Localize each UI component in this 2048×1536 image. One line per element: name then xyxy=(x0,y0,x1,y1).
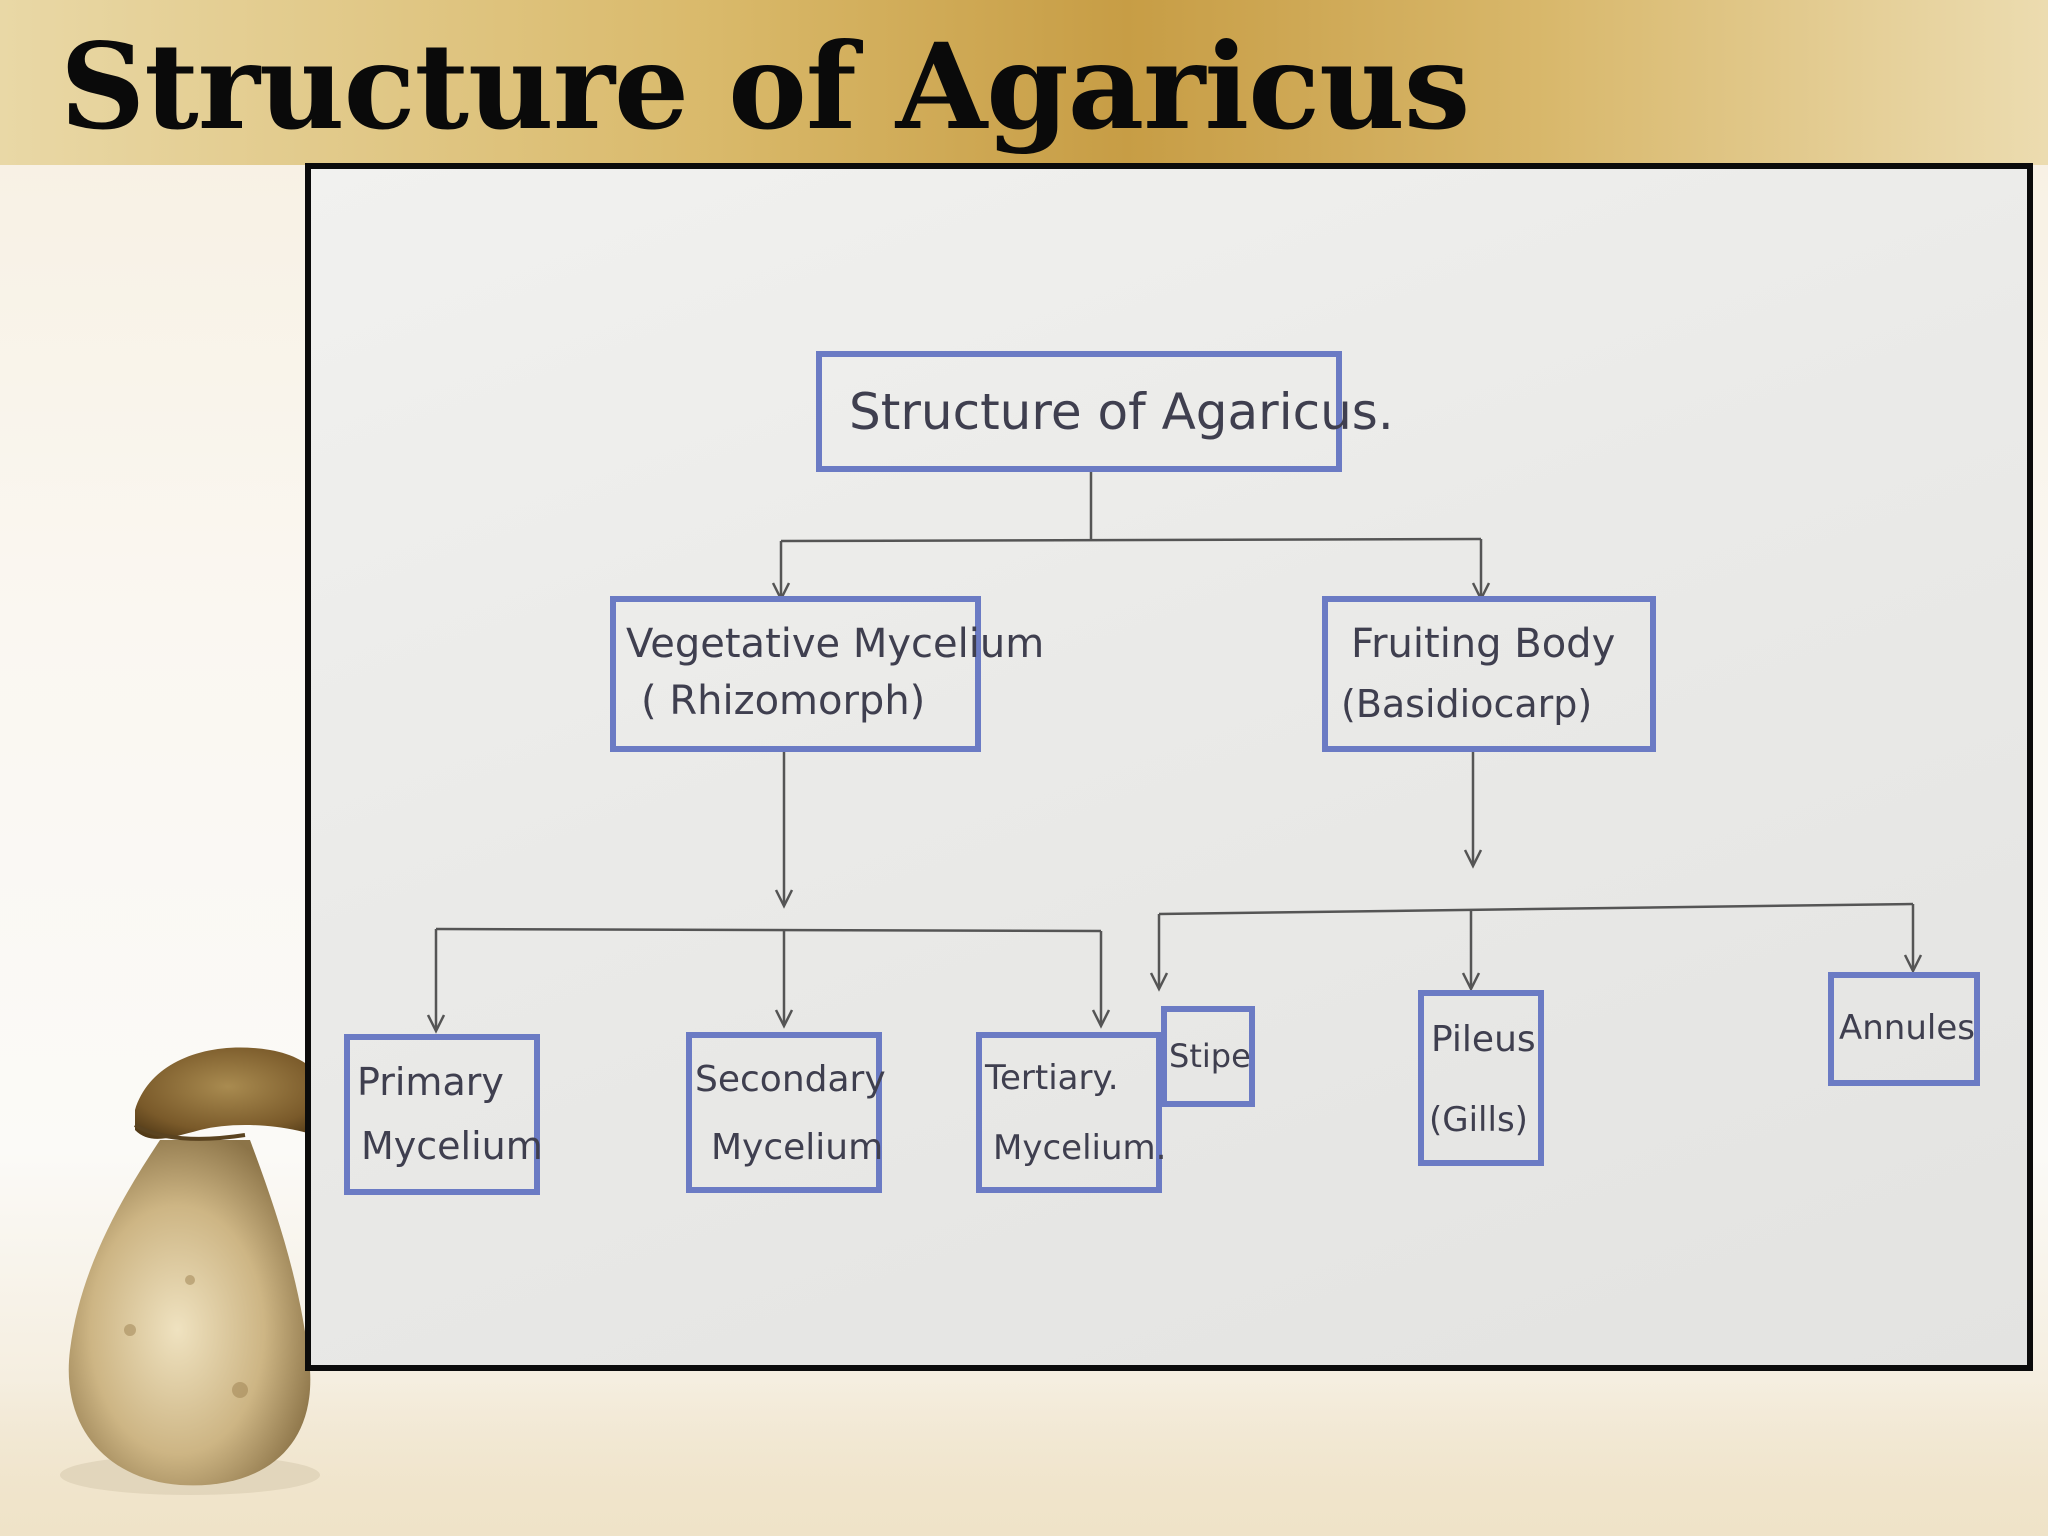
tertiary-line1: Tertiary. xyxy=(984,1058,1119,1098)
box-borders xyxy=(344,351,1980,1195)
fruiting-line1: Fruiting Body xyxy=(1351,621,1615,667)
pileus-box xyxy=(1418,990,1544,1166)
root-label: Structure of Agaricus. xyxy=(849,383,1394,441)
annules-box xyxy=(1828,972,1980,1086)
root-box xyxy=(816,351,1342,472)
slide-title: Structure of Agaricus xyxy=(60,17,1470,156)
primary-line1: Primary xyxy=(357,1060,504,1104)
stipe-box xyxy=(1161,1006,1255,1107)
vegetative-box xyxy=(610,596,981,752)
secondary-box xyxy=(686,1032,882,1193)
stipe-label: Stipe xyxy=(1169,1037,1251,1075)
pileus-line1: Pileus xyxy=(1431,1019,1536,1060)
mushroom-illustration xyxy=(60,1047,340,1495)
secondary-line1: Secondary xyxy=(695,1059,886,1100)
fruiting-box xyxy=(1322,596,1656,752)
connector-lines xyxy=(434,469,1915,1029)
bottom-band xyxy=(0,1380,2048,1536)
flowchart: Structure of Agaricus. Vegetative Myceli… xyxy=(344,351,1980,1195)
box-labels: Structure of Agaricus. Vegetative Myceli… xyxy=(357,383,1975,1168)
pileus-line2: (Gills) xyxy=(1429,1100,1528,1140)
primary-box xyxy=(344,1034,540,1195)
vegetative-line1: Vegetative Mycelium xyxy=(626,621,1044,667)
annules-label: Annules xyxy=(1839,1008,1975,1048)
tertiary-line2: Mycelium. xyxy=(993,1128,1166,1168)
tertiary-box xyxy=(976,1032,1162,1193)
primary-line2: Mycelium xyxy=(361,1124,543,1168)
secondary-line2: Mycelium xyxy=(711,1127,883,1168)
diagram-photo: Structure of Agaricus. Vegetative Myceli… xyxy=(305,163,2033,1371)
fruiting-line2: (Basidiocarp) xyxy=(1341,682,1592,726)
vegetative-line2: ( Rhizomorph) xyxy=(641,678,925,724)
title-band xyxy=(0,0,2048,165)
